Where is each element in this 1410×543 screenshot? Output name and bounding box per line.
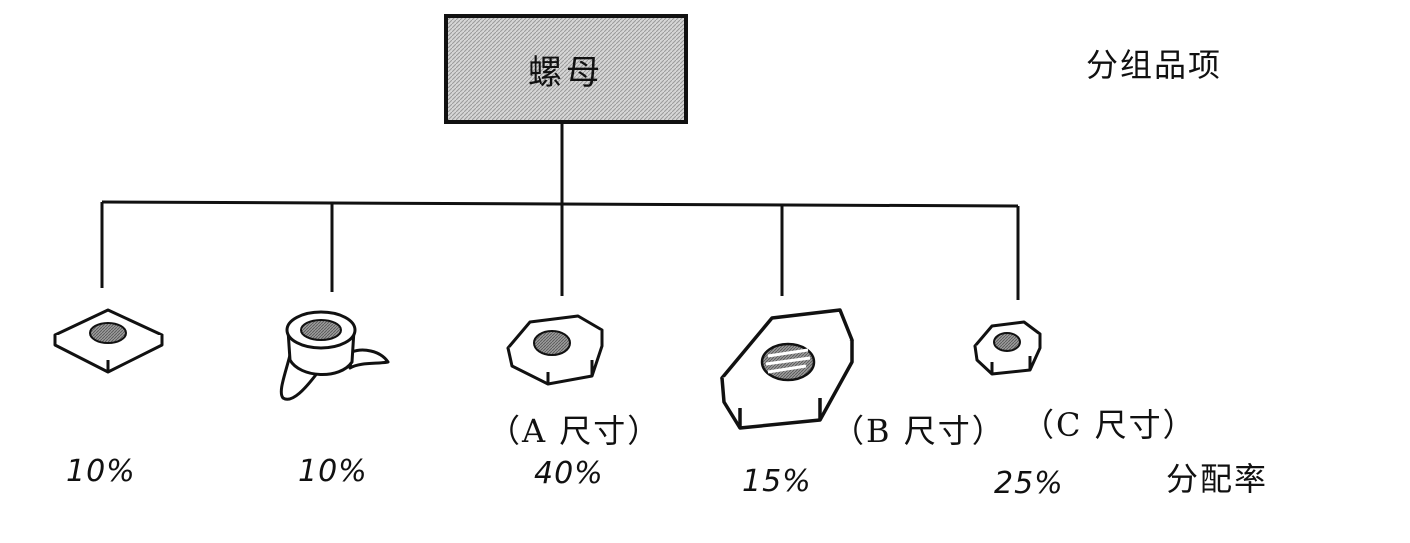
square-nut-icon <box>53 308 164 374</box>
tree-connectors <box>100 122 1020 300</box>
rate-label: 分配率 <box>1166 460 1269 498</box>
horizontal-bus <box>101 200 1019 208</box>
root-label: 螺母 <box>528 52 604 93</box>
rate-hex-nut-b: 15% <box>742 464 812 499</box>
rate-hex-nut-a: 40% <box>534 456 604 491</box>
hex-nut-b-icon <box>720 308 854 430</box>
wing-nut-icon <box>279 310 390 401</box>
rate-wing-nut: 10% <box>298 454 368 489</box>
size-label-a: （A 尺寸） <box>488 412 662 450</box>
size-label-b: （B 尺寸） <box>832 412 1006 450</box>
group-label: 分组品项 <box>1086 46 1223 84</box>
rate-square-nut: 10% <box>66 454 136 489</box>
hex-nut-a-icon <box>506 314 604 386</box>
size-label-c: （C 尺寸） <box>1022 406 1197 444</box>
root-box <box>444 14 688 124</box>
hex-nut-c-icon <box>973 320 1042 376</box>
rate-hex-nut-c: 25% <box>994 466 1064 501</box>
